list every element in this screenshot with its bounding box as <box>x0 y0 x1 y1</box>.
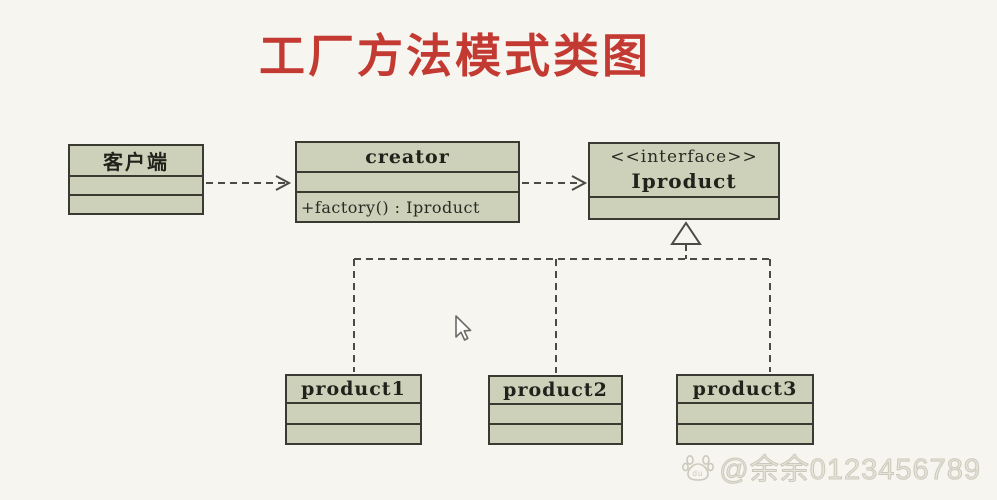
method-label: +factory() : Iproduct <box>301 197 480 217</box>
class-name: product3 <box>692 377 798 400</box>
methods-compartment <box>287 422 420 444</box>
methods-compartment <box>590 196 778 218</box>
methods-compartment <box>678 422 812 444</box>
class-box-iproduct: <<interface>> Iproduct <box>588 142 780 220</box>
class-name: product2 <box>503 378 608 401</box>
attributes-compartment <box>297 171 518 191</box>
open-arrowhead-icon <box>571 175 588 191</box>
class-name-compartment: creator <box>297 143 518 171</box>
class-name-compartment: product3 <box>678 376 812 402</box>
class-name: 客户端 <box>103 152 169 174</box>
class-box-client: 客户端 <box>68 144 204 215</box>
class-box-product3: product3 <box>676 374 814 445</box>
attributes-compartment <box>287 402 420 423</box>
class-box-product1: product1 <box>285 374 422 445</box>
class-name-compartment: product1 <box>287 376 420 402</box>
stereotype-label: <<interface>> <box>610 147 758 167</box>
attributes-compartment <box>70 175 202 194</box>
attributes-compartment <box>678 402 812 423</box>
methods-compartment: +factory() : Iproduct <box>297 191 518 221</box>
mouse-cursor-icon <box>455 315 472 341</box>
baidu-paw-icon: du <box>682 455 715 481</box>
class-box-product2: product2 <box>488 375 623 445</box>
watermark-text: @余余0123456789 <box>719 454 981 487</box>
attributes-compartment <box>490 403 621 423</box>
class-name: Iproduct <box>631 169 737 193</box>
diagram-title: 工厂方法模式类图 <box>259 30 651 82</box>
class-name: product1 <box>301 377 406 400</box>
watermark: du @余余0123456789 <box>682 446 981 488</box>
paw-icon-label: du <box>693 469 704 478</box>
open-arrowhead-icon <box>275 175 292 191</box>
class-name-compartment: <<interface>> Iproduct <box>590 144 778 196</box>
realization-triangle-icon <box>670 221 702 245</box>
methods-compartment <box>70 194 202 213</box>
class-name-compartment: product2 <box>490 377 621 403</box>
class-box-creator: creator +factory() : Iproduct <box>295 141 520 223</box>
methods-compartment <box>490 423 621 443</box>
class-name-compartment: 客户端 <box>70 146 202 175</box>
class-name: creator <box>365 145 450 168</box>
